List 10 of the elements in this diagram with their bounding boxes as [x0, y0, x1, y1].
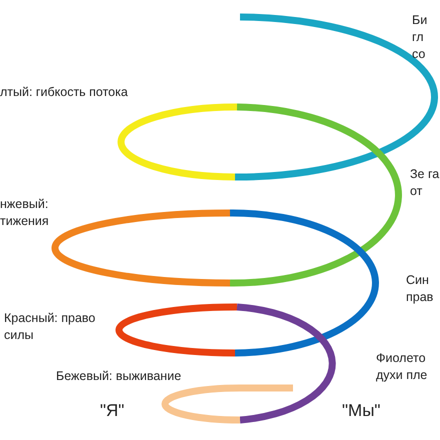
stage-label: лтый: гибкость потока [0, 84, 129, 101]
stage-label: Син прав [406, 272, 434, 306]
stage-label: Би гл со [412, 12, 428, 63]
stage-label: Красный: право силы [4, 310, 96, 344]
axis-label: "Я" [100, 402, 126, 419]
stage-label: нжевый: тижения [0, 196, 50, 230]
stage-label: Зе га от [410, 166, 440, 200]
stage-label: Бежевый: выживание [56, 368, 182, 385]
stage-label: Фиолето духи пле [376, 350, 428, 384]
axis-label: "Мы" [342, 402, 382, 419]
